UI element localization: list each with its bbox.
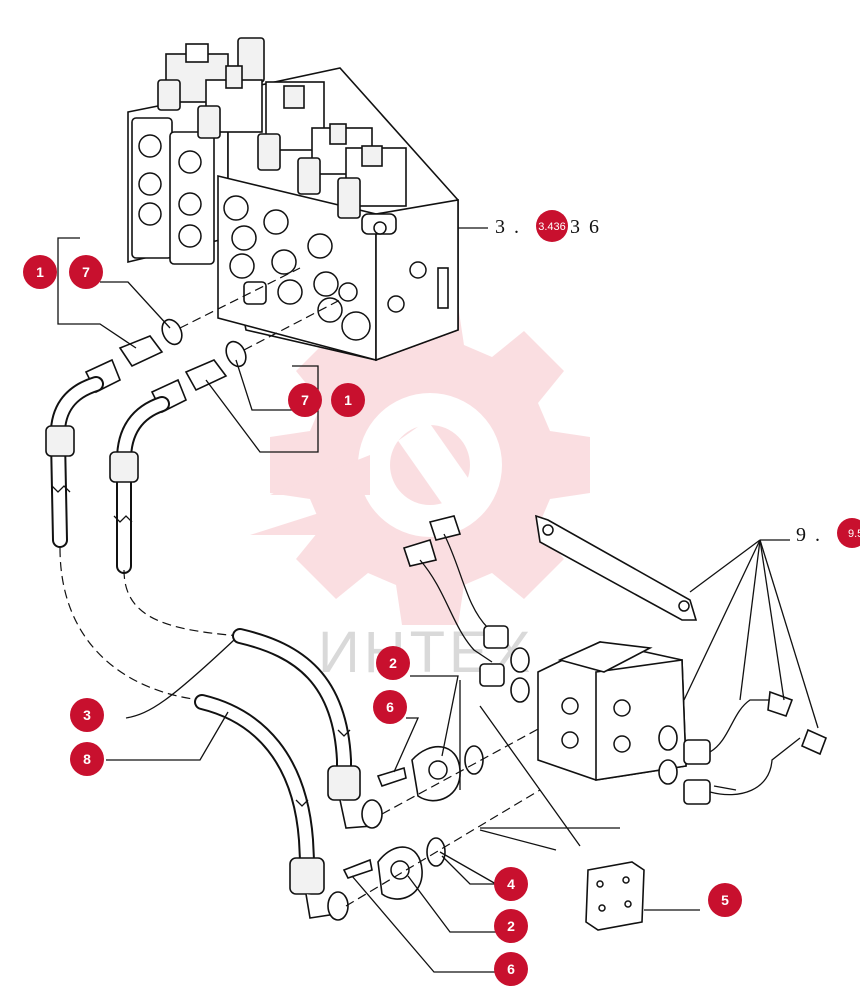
bracket-ref-prefix: 9 .	[796, 524, 822, 546]
leader-1a	[57, 237, 137, 349]
svg-text:1: 1	[344, 392, 352, 408]
leader-6b	[351, 875, 498, 973]
leader-3	[125, 639, 235, 719]
svg-text:2: 2	[389, 655, 397, 671]
callout-2b: 2	[494, 909, 528, 943]
flange-parts	[342, 727, 541, 907]
upper-hoses	[45, 376, 241, 701]
callout-4: 4	[494, 867, 528, 901]
svg-text:8: 8	[83, 751, 91, 767]
lower-hoses	[194, 628, 383, 921]
callout-6b: 6	[494, 952, 528, 986]
valve-block-reference: 3 . 3.436 3 6	[495, 210, 601, 242]
leader-to-4	[479, 829, 557, 851]
valve-ref-badge-text: 3.436	[538, 221, 566, 233]
bracket-ref-badge-text: 9.52	[848, 528, 860, 540]
distribution-block	[402, 514, 828, 805]
bracket-reference-leaders	[683, 539, 819, 729]
svg-text:1: 1	[36, 264, 44, 280]
leader-8	[106, 711, 229, 761]
callout-3: 3	[70, 698, 104, 732]
valve-ref-prefix: 3 .	[495, 216, 521, 238]
leader-7b	[235, 359, 300, 411]
svg-text:5: 5	[721, 892, 729, 908]
control-valve-block	[127, 37, 459, 362]
callout-1b: 1	[331, 383, 365, 417]
bracket-ref-badge	[837, 518, 860, 548]
cover-plate	[585, 861, 645, 931]
valve-ref-badge	[536, 210, 568, 242]
valve-ref-suffix: 3 6	[570, 216, 601, 238]
svg-text:7: 7	[301, 392, 309, 408]
upper-fittings	[84, 267, 341, 414]
watermark-gear-icon	[250, 305, 590, 625]
callout-6a: 6	[373, 690, 407, 724]
svg-text:6: 6	[507, 961, 515, 977]
leader-1b-bracket	[205, 365, 319, 453]
leader-6a	[393, 717, 420, 773]
leader-2a	[410, 675, 459, 757]
svg-text:6: 6	[386, 699, 394, 715]
lower-leaders	[439, 680, 620, 885]
callout-7a: 7	[69, 255, 103, 289]
svg-text:3: 3	[83, 707, 91, 723]
callout-7b: 7	[288, 383, 322, 417]
bracket-assembly-reference: 9 . 9.52	[796, 518, 860, 548]
leader-4	[441, 855, 498, 885]
svg-text:2: 2	[507, 918, 515, 934]
leader-2b	[407, 875, 498, 933]
callout-8: 8	[70, 742, 104, 776]
callout-2a: 2	[376, 646, 410, 680]
leader-7a	[100, 281, 171, 329]
svg-text:4: 4	[507, 876, 515, 892]
callout-5: 5	[708, 883, 742, 917]
callout-1a: 1	[23, 255, 57, 289]
svg-text:7: 7	[82, 264, 90, 280]
